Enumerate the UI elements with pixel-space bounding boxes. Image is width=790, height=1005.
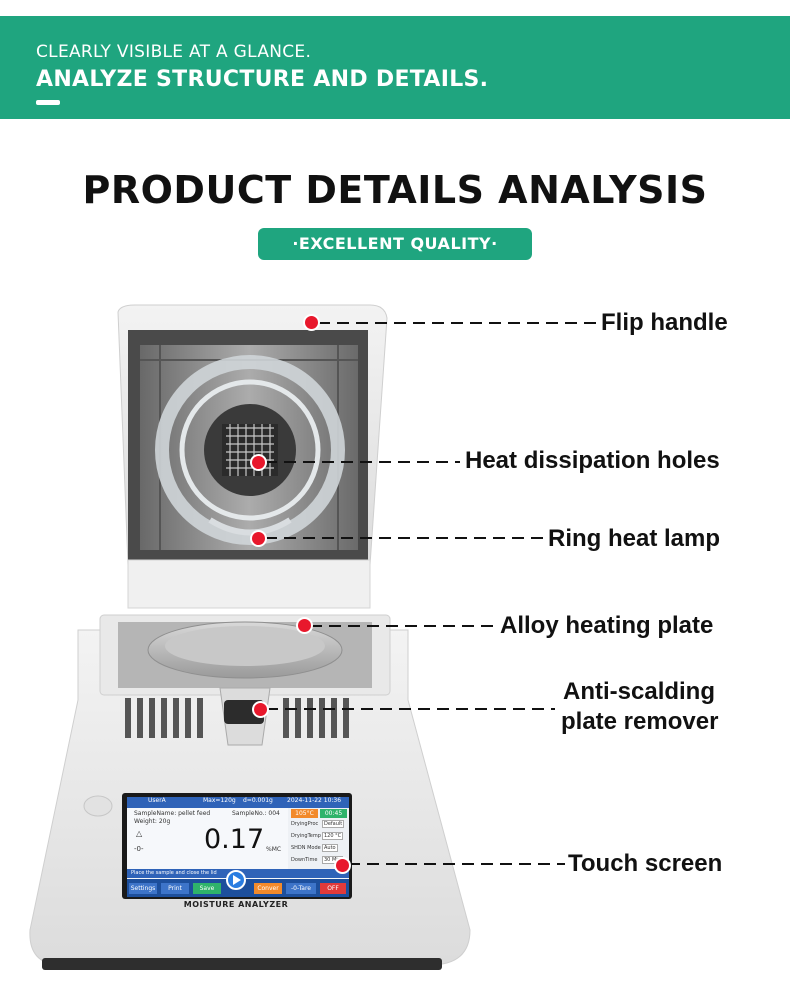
screen-row-value[interactable]: 120 °C [322,832,344,840]
quality-badge: ·EXCELLENT QUALITY· [258,228,532,260]
page-title: PRODUCT DETAILS ANALYSIS [82,168,708,212]
heat-holes-marker [250,454,267,471]
screen-off-button[interactable]: OFF [320,883,346,894]
screen-save-button[interactable]: Save [193,883,221,894]
screen-sample-name: SampleName: pellet feed [134,810,211,817]
plate-remover-marker [252,701,269,718]
screen-tare-button[interactable]: -0-Tare [286,883,316,894]
alloy-plate-marker [296,617,313,634]
callout-ring-lamp: Ring heat lamp [548,525,721,552]
screen-print-button[interactable]: Print [161,883,189,894]
screen-row-label: DryingTemp [291,833,321,839]
callout-alloy-plate: Alloy heating plate [500,612,714,639]
screen-sample-no: SampleNo.: 004 [232,810,280,817]
screen-user: UserA [148,797,166,804]
screen-delta: △ [136,829,143,838]
screen-datetime: 2024-11-22 10:36 [287,797,342,804]
screen-row-value[interactable]: Default [322,820,345,828]
screen-max: Max=120g [203,797,236,804]
banner-subtitle: CLEARLY VISIBLE AT A GLANCE. [36,42,312,62]
screen-temp-badge: 105°C [291,809,318,818]
screen-zero: -0- [134,845,144,853]
touch-screen-marker [334,857,351,874]
screen-status-message: Place the sample and close the lid [131,870,217,876]
callout-remover-line2: plate remover [561,708,719,735]
screen-weight: Weight: 20g [134,818,171,825]
screen-settings-button[interactable]: Settings [129,883,157,894]
flip-handle-marker [303,314,320,331]
screen-unit: %MC [266,846,282,853]
banner-title: ANALYZE STRUCTURE AND DETAILS. [36,67,489,92]
ring-lamp-marker [250,530,267,547]
top-banner: CLEARLY VISIBLE AT A GLANCE. ANALYZE STR… [0,16,790,119]
screen-time-badge: 00:45 [320,809,347,818]
screen-row-value[interactable]: Auto [322,844,338,852]
device-label: MOISTURE ANALYZER [183,900,289,909]
callout-touch-screen: Touch screen [568,850,723,877]
screen-division: d=0.001g [243,797,273,804]
callout-flip-handle: Flip handle [601,309,728,336]
screen-row-label: SHDN Mode [291,845,321,851]
banner-underline [36,100,60,105]
screen-convert-button[interactable]: Conver [254,883,282,894]
screen-row-label: DownTime [291,857,318,863]
screen-reading: 0.17 [204,824,265,855]
callout-remover-line1: Anti-scalding [563,678,716,705]
screen-row-label: DryingProc [291,821,319,827]
callout-heat-holes: Heat dissipation holes [465,447,720,474]
